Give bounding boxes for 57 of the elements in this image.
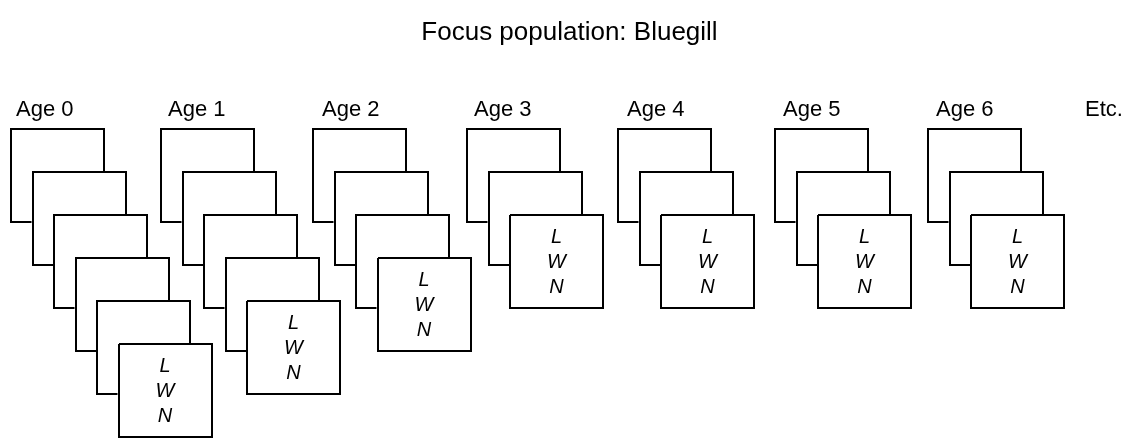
variable-label: W xyxy=(547,249,566,274)
stacked-box xyxy=(970,214,1065,309)
variable-label: N xyxy=(416,317,432,342)
stacked-box xyxy=(246,300,341,395)
stacked-box xyxy=(181,171,277,266)
age-label: Age 5 xyxy=(783,96,841,122)
variable-label: W xyxy=(414,292,434,317)
stacked-box xyxy=(927,128,1022,223)
stacked-box xyxy=(333,171,429,266)
stacked-box xyxy=(660,214,755,309)
stacked-box xyxy=(466,128,561,223)
stacked-box xyxy=(203,214,298,309)
stacked-box xyxy=(96,300,191,395)
variable-label: N xyxy=(857,274,872,299)
variable-label: N xyxy=(549,274,564,299)
stacked-box xyxy=(795,171,891,266)
stacked-box xyxy=(617,128,712,223)
continuation-label: Etc. xyxy=(1085,96,1123,122)
variable-label: L xyxy=(858,224,871,249)
stacked-box xyxy=(10,128,105,223)
stacked-box xyxy=(117,343,213,438)
stacked-box xyxy=(817,214,912,309)
stacked-box xyxy=(948,171,1044,266)
stacked-box xyxy=(487,171,583,266)
stacked-box xyxy=(74,257,170,352)
age-label: Age 0 xyxy=(16,96,74,122)
age-label: Age 4 xyxy=(627,96,685,122)
variable-label: L xyxy=(418,267,430,292)
variable-label: L xyxy=(159,353,171,378)
variable-label: N xyxy=(157,403,173,428)
stacked-box xyxy=(160,128,255,223)
variable-label: L xyxy=(287,310,300,335)
variable-label: L xyxy=(1011,224,1024,249)
stacked-box xyxy=(31,171,127,266)
stacked-box xyxy=(53,214,148,309)
stacked-box xyxy=(312,128,407,223)
age-label: Age 3 xyxy=(474,96,532,122)
stacked-box xyxy=(509,214,604,309)
variable-label: N xyxy=(700,274,715,299)
variable-label: W xyxy=(698,249,717,274)
title: Focus population: Bluegill xyxy=(420,16,719,47)
stacked-box xyxy=(774,128,869,223)
variable-label: W xyxy=(155,378,175,403)
age-label: Age 2 xyxy=(322,96,380,122)
variable-label: N xyxy=(286,360,301,385)
stacked-box xyxy=(355,214,450,309)
variable-label: W xyxy=(855,249,874,274)
variable-label: W xyxy=(284,335,303,360)
stacked-box xyxy=(638,171,734,266)
age-label: Age 6 xyxy=(936,96,994,122)
variable-label: W xyxy=(1008,249,1027,274)
variable-label: L xyxy=(701,224,714,249)
variable-label: N xyxy=(1010,274,1025,299)
stacked-box xyxy=(224,257,320,352)
age-label: Age 1 xyxy=(168,96,226,122)
stacked-box xyxy=(376,257,472,352)
variable-label: L xyxy=(550,224,563,249)
